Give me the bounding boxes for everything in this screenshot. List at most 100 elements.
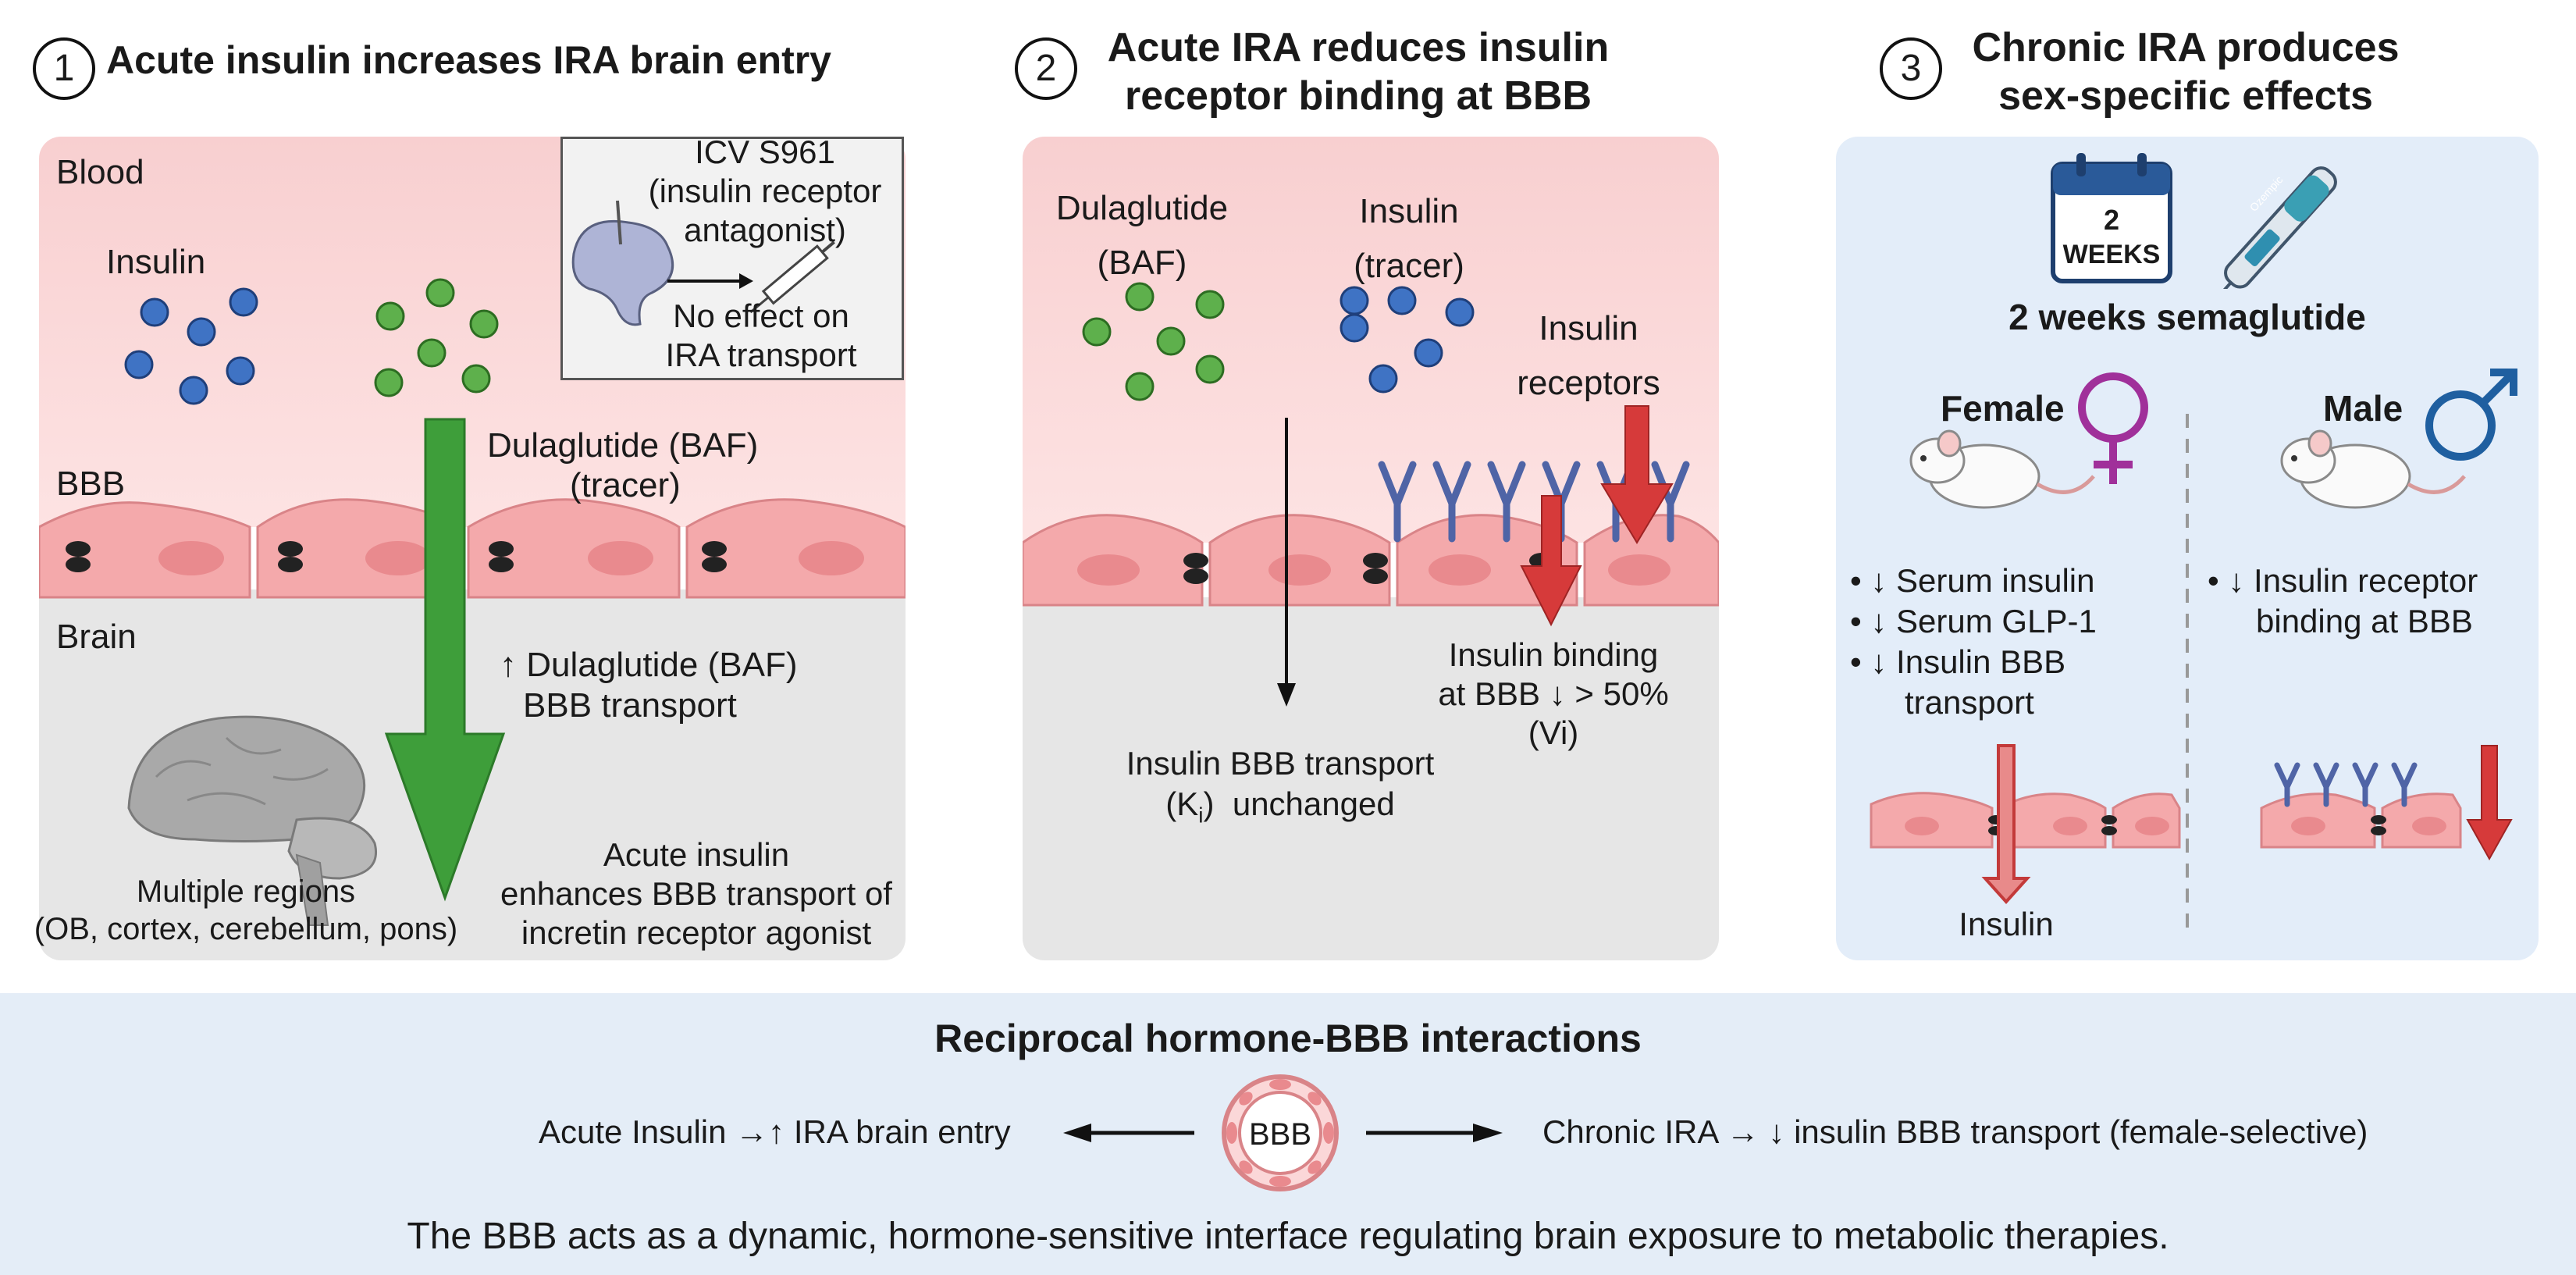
blood-zone-label: Blood xyxy=(56,153,144,191)
receptor-decrease-arrow xyxy=(1600,405,1674,544)
brain-zone-label: Brain xyxy=(56,618,137,656)
female-bbb-mini xyxy=(1870,744,2181,904)
panel3-title-line-1: Chronic IRA produces xyxy=(1972,25,2400,70)
s961-inset-text: ICV S961 (insulin receptor antagonist) xyxy=(624,133,906,250)
panel2-receptors-line-1: Insulin xyxy=(1539,309,1638,347)
calendar-unit: WEEKS xyxy=(2062,240,2161,269)
summary-conclusion: The BBB acts as a dynamic, hormone-sensi… xyxy=(407,1216,2169,1257)
insulin-particles xyxy=(124,287,258,405)
baf-increase-text: ↑ Dulaglutide (BAF) BBB transport xyxy=(500,645,797,726)
s961-inset-illustration xyxy=(571,200,835,326)
panel3-title-line-2: sex-specific effects xyxy=(1998,73,2373,119)
binding-line-1: Insulin binding xyxy=(1448,636,1659,673)
panel1-conclusion: Acute insulin enhances BBB transport of … xyxy=(478,835,915,953)
brain-illustration xyxy=(127,715,377,926)
transport-line-2: (Ki) unchanged xyxy=(1093,784,1468,835)
calendar-number: 2 xyxy=(2103,204,2120,236)
panel2-dulaglutide-line-1: Dulaglutide xyxy=(1055,189,1229,227)
inset-result-line-2: IRA transport xyxy=(665,337,857,373)
semaglutide-pen-icon xyxy=(2222,166,2337,289)
panel1-title: Acute insulin increases IRA brain entry xyxy=(106,38,831,82)
panel2-transport-text: Insulin BBB transport (Ki) unchanged xyxy=(1093,743,1468,835)
male-bbb-mini xyxy=(2260,745,2513,861)
bbb-vessel-icon xyxy=(1222,1074,1339,1191)
binding-line-3: (Vi) xyxy=(1528,714,1579,751)
panel2-dulaglutide-line-2: (BAF) xyxy=(1097,244,1187,282)
panel2-dulaglutide-label: Dulaglutide (BAF) xyxy=(1044,181,1240,290)
panel2-svg xyxy=(1023,137,1719,960)
inset-result-line-1: No effect on xyxy=(673,297,849,334)
female-effect-4: transport xyxy=(1905,684,2034,721)
panel2-insulin-line-1: Insulin xyxy=(1359,192,1459,230)
male-effect-2: binding at BBB xyxy=(2256,603,2473,639)
transport-rest: ) unchanged xyxy=(1203,785,1395,822)
female-effect-2: • ↓ Serum GLP-1 xyxy=(1850,603,2097,639)
panel3-number: 3 xyxy=(1880,37,1942,100)
conclusion-line-2: enhances BBB transport of xyxy=(500,875,892,912)
dulaglutide-label: Dulaglutide (BAF) xyxy=(487,426,759,465)
panel3-treatment-icons xyxy=(2051,153,2337,289)
binding-decrease-arrow xyxy=(1520,495,1582,627)
male-receptor-decrease-arrow xyxy=(2466,745,2513,861)
transport-subscript: i xyxy=(1198,803,1204,828)
inset-line-1: ICV S961 xyxy=(695,134,835,170)
s961-inset-result: No effect on IRA transport xyxy=(632,297,890,375)
baf-transport-arrow xyxy=(384,418,506,902)
female-symbol-icon xyxy=(2078,372,2148,484)
panel3-title: Chronic IRA produces sex-specific effect… xyxy=(1928,23,2443,120)
transport-k: (K xyxy=(1165,785,1199,822)
dulaglutide-tracer-label: (tracer) xyxy=(570,466,681,504)
panel2-brain-zone xyxy=(1023,597,1719,960)
female-label: Female xyxy=(1941,388,2065,429)
panel2-title: Acute IRA reduces insulin receptor bindi… xyxy=(1077,23,1639,120)
regions-line-2: (OB, cortex, cerebellum, pons) xyxy=(34,912,458,946)
female-effect-3: • ↓ Insulin BBB xyxy=(1850,643,2066,680)
brain-regions-text: Multiple regions (OB, cortex, cerebellum… xyxy=(23,873,468,948)
summary-title: Reciprocal hormone-BBB interactions xyxy=(934,1017,1642,1060)
female-insulin-arrow-label: Insulin xyxy=(1959,906,2054,942)
panel2-insulin-line-2: (tracer) xyxy=(1354,247,1464,285)
male-effect-1: • ↓ Insulin receptor xyxy=(2208,562,2478,599)
panel2-diagram xyxy=(1023,137,1719,960)
icv-needle-icon xyxy=(616,200,622,245)
summary-diagram xyxy=(1063,1074,1503,1191)
inset-line-3: antagonist) xyxy=(684,212,846,248)
female-insulin-arrow xyxy=(1981,744,2031,904)
conclusion-line-1: Acute insulin xyxy=(603,836,790,873)
panel2-title-line-1: Acute IRA reduces insulin xyxy=(1107,25,1610,70)
bbb-zone-label: BBB xyxy=(56,465,126,503)
female-mouse-icon xyxy=(1909,429,2095,509)
panel2-dulaglutide-particles xyxy=(1082,282,1225,401)
dulaglutide-particles xyxy=(374,278,499,397)
male-symbol-icon xyxy=(2425,369,2517,461)
panel2-insulin-label: Insulin (tracer) xyxy=(1327,184,1491,294)
summary-left-text: Acute Insulin →↑ IRA brain entry xyxy=(539,1113,1011,1150)
female-effect-1: • ↓ Serum insulin xyxy=(1850,562,2095,599)
transport-line-1: Insulin BBB transport xyxy=(1126,745,1435,782)
male-label: Male xyxy=(2323,388,2403,429)
binding-line-2: at BBB ↓ > 50% xyxy=(1438,675,1669,712)
panel2-insulin-particles xyxy=(1340,286,1475,394)
female-effects-list: • ↓ Serum insulin • ↓ Serum GLP-1 • ↓ In… xyxy=(1850,561,2097,723)
inset-line-2: (insulin receptor xyxy=(648,173,882,209)
male-effects-list: • ↓ Insulin receptor binding at BBB xyxy=(2208,561,2478,642)
panel2-number: 2 xyxy=(1015,37,1077,100)
increase-line-1: ↑ Dulaglutide (BAF) xyxy=(500,646,798,684)
panel1-number: 1 xyxy=(33,37,95,100)
summary-bbb-label: BBB xyxy=(1248,1117,1312,1152)
summary-right-text: Chronic IRA → ↓ insulin BBB transport (f… xyxy=(1542,1113,2368,1150)
conclusion-line-3: incretin receptor agonist xyxy=(521,914,872,951)
panel2-title-line-2: receptor binding at BBB xyxy=(1124,73,1592,119)
regions-line-1: Multiple regions xyxy=(136,874,356,909)
increase-line-2: BBB transport xyxy=(523,686,737,725)
panel2-receptors-label: Insulin receptors xyxy=(1499,301,1678,411)
insulin-label: Insulin xyxy=(106,243,206,281)
calendar-icon xyxy=(2051,153,2172,283)
panel3-svg xyxy=(1870,369,2517,937)
syringe-icon xyxy=(749,240,835,314)
mouse-brain-icon xyxy=(571,219,674,326)
treatment-label: 2 weeks semaglutide xyxy=(2008,297,2366,337)
panel2-binding-text: Insulin binding at BBB ↓ > 50% (Vi) xyxy=(1421,636,1686,753)
male-mouse-icon xyxy=(2280,429,2466,509)
panel2-receptors-line-2: receptors xyxy=(1517,364,1660,402)
